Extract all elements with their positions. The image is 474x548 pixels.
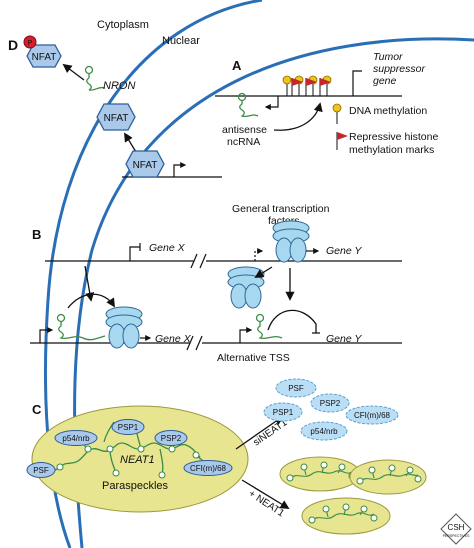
protein-cfim68 [183, 460, 233, 476]
export-arrow [62, 63, 85, 81]
gene-y-label-bottom: Gene Y [326, 333, 362, 345]
interference-arc [267, 309, 320, 334]
panel-d-label: D [8, 37, 18, 53]
antisense-ncrna [237, 92, 259, 118]
nfat-upward-arrow [124, 132, 137, 153]
nfat-label: NFAT [32, 52, 57, 63]
nuclear-label: Nuclear [162, 35, 200, 47]
polymerase-gene-x [105, 306, 143, 349]
protein-psp1-label: PSP1 [118, 423, 139, 432]
cloud-cfim68 [345, 405, 399, 425]
protein-psf-label: PSF [33, 466, 49, 475]
dna-top-break [190, 253, 207, 269]
nfat-cytoplasm: NFAT P [23, 35, 62, 68]
protein-psp2-label: PSP2 [161, 434, 182, 443]
dispersed-proteins: PSF PSP1 PSP2 CFI(m)/68 p54/nrb [263, 378, 399, 441]
upstream-tss-arrow [39, 327, 54, 343]
nfat-nuclear-upper: NFAT [96, 103, 136, 131]
nron-label: NRON [103, 80, 135, 92]
protein-psp2 [154, 430, 188, 446]
ncrna-gene-x [56, 313, 106, 341]
legend-histone-label-2: methylation marks [349, 144, 434, 156]
cytoplasm-label: Cytoplasm [97, 19, 149, 31]
cloud-p54nrb [300, 421, 348, 441]
paraspeckle-proteins: PSF p54/nrb PSP1 PSP2 CFI(m)/68 [26, 419, 233, 478]
cloud-psp2 [310, 393, 350, 413]
legend-histone-label-1: Repressive histone [349, 131, 438, 143]
antisense-action-arrow [273, 102, 323, 131]
antisense-label-1: antisense [222, 124, 267, 136]
gene-x-label-top: Gene X [149, 242, 186, 254]
paraspeckle-small-1 [279, 456, 361, 492]
nron-rna [84, 65, 106, 91]
si-neat1-arrow [235, 415, 284, 450]
cloud-cfim68-label: CFI(m)/68 [354, 411, 391, 420]
gene-y-label-top: Gene Y [326, 245, 362, 257]
cloud-psf [275, 378, 317, 398]
ncrna-gene-y [255, 313, 283, 340]
antisense-label-2: ncRNA [227, 136, 260, 148]
cloud-psp2-label: PSP2 [320, 399, 341, 408]
dna-bottom-break [186, 335, 203, 351]
cloud-p54nrb-label: p54/nrb [310, 427, 338, 436]
nfat-label: NFAT [104, 113, 129, 124]
legend-dna-methylation-label: DNA methylation [349, 105, 427, 117]
nron-tss-arrow [173, 162, 187, 177]
histone-methylation-marks [291, 77, 332, 97]
protein-p54nrb [54, 430, 98, 446]
neat1-nodes [56, 445, 200, 479]
cloud-psf-label: PSF [288, 384, 304, 393]
panel-a-label: A [232, 58, 242, 73]
polymerase-top [272, 220, 310, 263]
ncrna-recruit-arrow [67, 293, 115, 309]
antisense-tss-arrow [264, 96, 279, 110]
phosphate-icon [23, 35, 37, 49]
phosphate-label: P [28, 40, 33, 47]
paraspeckles-label: Paraspeckles [102, 480, 169, 492]
nfat-label: NFAT [133, 160, 158, 171]
paraspeckle-small-2 [349, 459, 427, 495]
gene-y-inactive-tss [254, 248, 264, 261]
tumor-suppressor-label-2: suppressor [373, 63, 425, 75]
plus-neat1-arrow [241, 479, 290, 509]
neat1-label: NEAT1 [120, 454, 155, 466]
panel-c-label: C [32, 402, 42, 417]
logo-line-1: CSH [448, 523, 465, 532]
logo-line-2: PERSPECTIVES [443, 534, 471, 538]
tumor-suppressor-tss [352, 70, 362, 96]
gtf-label-1: General transcription [232, 203, 330, 215]
protein-psp1 [111, 419, 145, 435]
tumor-suppressor-label-3: gene [373, 75, 397, 87]
polymerase-bind-arrow [254, 266, 273, 278]
csh-perspectives-logo: CSH PERSPECTIVES [440, 513, 472, 545]
cloud-psp1-label: PSP1 [273, 408, 294, 417]
si-neat1-label: siNEAT1 [251, 417, 289, 448]
gene-x-label-bottom: Gene X [155, 333, 192, 345]
polymerase-middle [227, 266, 265, 309]
protein-p54nrb-label: p54/nrb [62, 434, 90, 443]
cloud-psp1 [263, 402, 303, 422]
gene-x-repressed-tss [129, 243, 141, 261]
tumor-suppressor-label-1: Tumor [373, 51, 403, 63]
protein-psf [26, 462, 56, 478]
alternative-tss-label: Alternative TSS [217, 352, 290, 364]
legend-histone-marks: Repressive histone methylation marks [336, 131, 438, 156]
panel-b-label: B [32, 227, 41, 242]
protein-cfim68-label: CFI(m)/68 [190, 464, 227, 473]
legend-dna-methylation: DNA methylation [332, 103, 427, 125]
paraspeckle-small-3 [301, 497, 391, 535]
alternative-tss-arrow [239, 327, 253, 343]
nfat-on-dna: NFAT [125, 150, 165, 178]
